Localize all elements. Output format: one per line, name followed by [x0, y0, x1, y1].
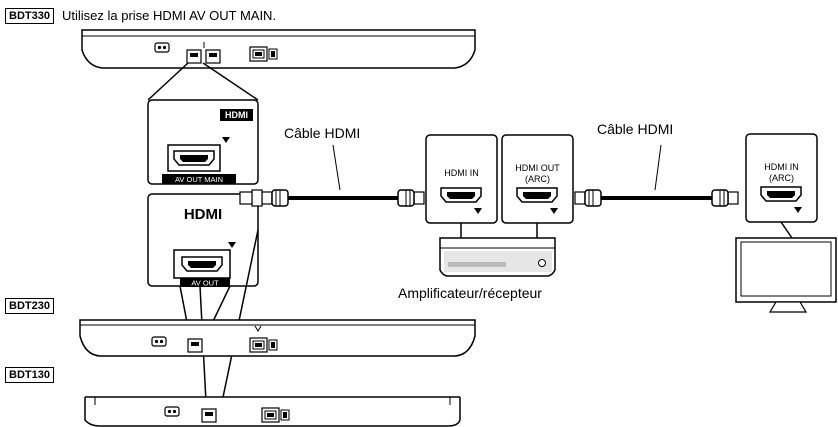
tv-hdmi-in-arc-label: (ARC) [769, 173, 794, 183]
amp-hdmi-out-label: HDMI OUT [515, 163, 560, 173]
hdmi-cable-right [574, 144, 739, 207]
av-out-main-label: AV OUT MAIN [175, 175, 223, 184]
lan-port-icon [249, 337, 278, 353]
model-badge-bdt130: BDT130 [5, 367, 54, 383]
hdmi-cable-left [261, 144, 425, 207]
power-icon [151, 336, 167, 347]
tv-device [735, 237, 837, 313]
power-icon [164, 406, 180, 417]
amplifier-device [439, 237, 556, 277]
zoom-box-av-out-main: HDMI AV OUT MAIN [147, 99, 259, 185]
power-icon [154, 42, 170, 53]
player-bdt230 [79, 319, 476, 357]
lan-port-icon [261, 407, 290, 423]
instruction-text: Utilisez la prise HDMI AV OUT MAIN. [62, 8, 277, 23]
amp-hdmi-out-port: HDMI OUT (ARC) [501, 134, 574, 224]
player-bdt130 [84, 396, 461, 427]
model-badge-bdt230: BDT230 [5, 298, 54, 314]
tv-hdmi-in-port: HDMI IN (ARC) [745, 133, 818, 223]
hdmi-logo-av-out: HDMI [184, 206, 222, 223]
cable-label-left: Câble HDMI [284, 125, 361, 141]
cable-label-right: Câble HDMI [597, 121, 674, 137]
av-out-label: AV OUT [191, 279, 219, 288]
amp-hdmi-in-port: HDMI IN [425, 134, 498, 224]
zoom-box-av-out: HDMI AV OUT [147, 193, 259, 288]
hdmi-logo-main: HDMI [225, 110, 248, 120]
tv-hdmi-in-label: HDMI IN [764, 162, 799, 172]
lan-port-icon [249, 46, 278, 62]
player-bdt330 [81, 29, 476, 69]
amplifier-label: Amplificateur/récepteur [398, 285, 542, 301]
amp-hdmi-in-label: HDMI IN [444, 168, 479, 178]
amp-hdmi-out-arc-label: (ARC) [525, 174, 550, 184]
model-badge-bdt330: BDT330 [5, 8, 54, 24]
